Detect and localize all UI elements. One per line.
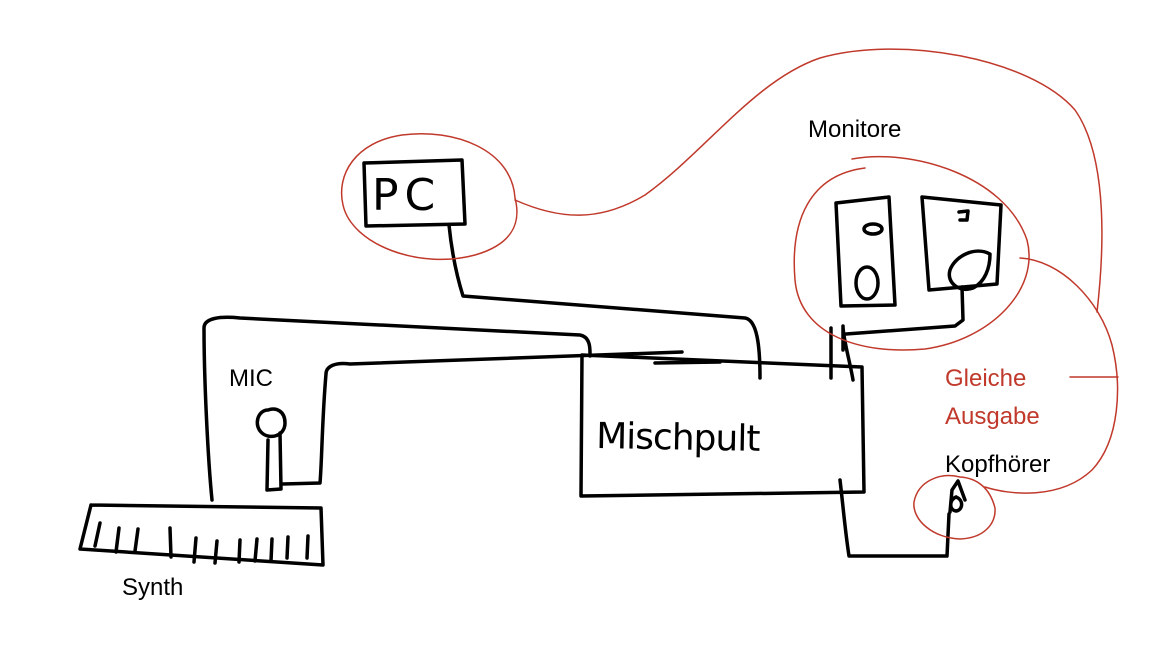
cables (202, 223, 965, 558)
mic-label: MIC (229, 365, 273, 392)
same-output-label-line1: Gleiche (945, 365, 1026, 392)
headphone-jack (948, 479, 967, 514)
headphones-label: Kopfhörer (945, 451, 1050, 478)
pc-box: PC (362, 158, 467, 228)
microphone (255, 407, 287, 492)
pc-label: PC (372, 170, 441, 221)
mixer-box: Mischpult (579, 353, 866, 498)
monitor-right (920, 195, 1003, 292)
monitor-left (834, 195, 897, 308)
annotations (340, 48, 1119, 540)
synth-keyboard (78, 503, 325, 567)
mixer-label: Mischpult (596, 416, 761, 460)
synth-label: Synth (122, 574, 183, 601)
same-output-label-line2: Ausgabe (945, 403, 1040, 430)
monitors-label: Monitore (808, 116, 901, 143)
